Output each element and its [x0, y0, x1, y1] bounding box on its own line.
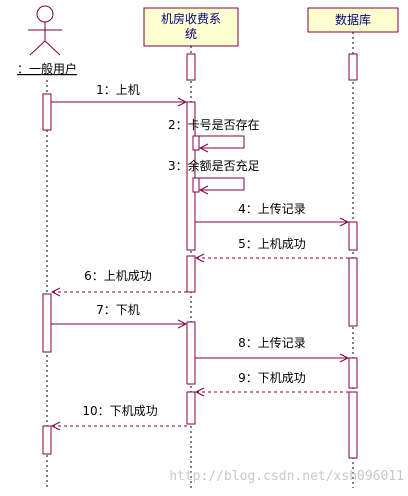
system-self-activation-1: [192, 135, 200, 151]
message-9-label: 9：下机成功: [238, 371, 306, 385]
database-title: 数据库: [335, 12, 371, 27]
message-6-label: 6：上机成功: [84, 269, 152, 283]
message-4-label: 4：上传记录: [238, 201, 306, 216]
system-activation-2: [186, 255, 196, 293]
message-2-arrow: [195, 135, 245, 148]
database-activation-2: [348, 257, 358, 327]
system-title-line2: 统: [185, 27, 197, 41]
actor-name: ：一般用户: [17, 61, 77, 76]
system-activation-3: [186, 321, 196, 385]
actor-activation-2: [42, 293, 52, 353]
database-lifeline-head: [348, 53, 358, 81]
message-3-arrow: [195, 177, 245, 190]
message-3-label: 3：余额是否充足: [168, 158, 260, 173]
database-object-box: 数据库: [307, 7, 399, 33]
actor-activation-1: [42, 93, 52, 131]
message-5-label: 5：上机成功: [238, 237, 306, 251]
message-8-label: 8：上传记录: [238, 335, 306, 350]
message-10-label: 10：下机成功: [82, 404, 157, 418]
watermark-text: http://blog.csdn.net/xsh096011: [169, 469, 404, 484]
database-activation-3: [348, 357, 358, 389]
database-activation-4: [348, 391, 358, 459]
system-title-line1: 机房收费系: [161, 11, 221, 26]
system-activation-1: [186, 101, 196, 251]
database-activation-1: [348, 221, 358, 251]
system-self-activation-2: [192, 177, 200, 193]
system-object-box: 机房收费系 统: [143, 7, 239, 47]
message-7-label: 7：下机: [96, 303, 140, 317]
system-activation-4: [186, 391, 196, 425]
system-lifeline-head: [186, 53, 196, 81]
message-1-label: 1：上机: [96, 83, 140, 97]
user-actor-icon: [28, 5, 62, 56]
message-2-label: 2：卡号是否存在: [168, 118, 260, 132]
actor-activation-3: [42, 425, 52, 455]
